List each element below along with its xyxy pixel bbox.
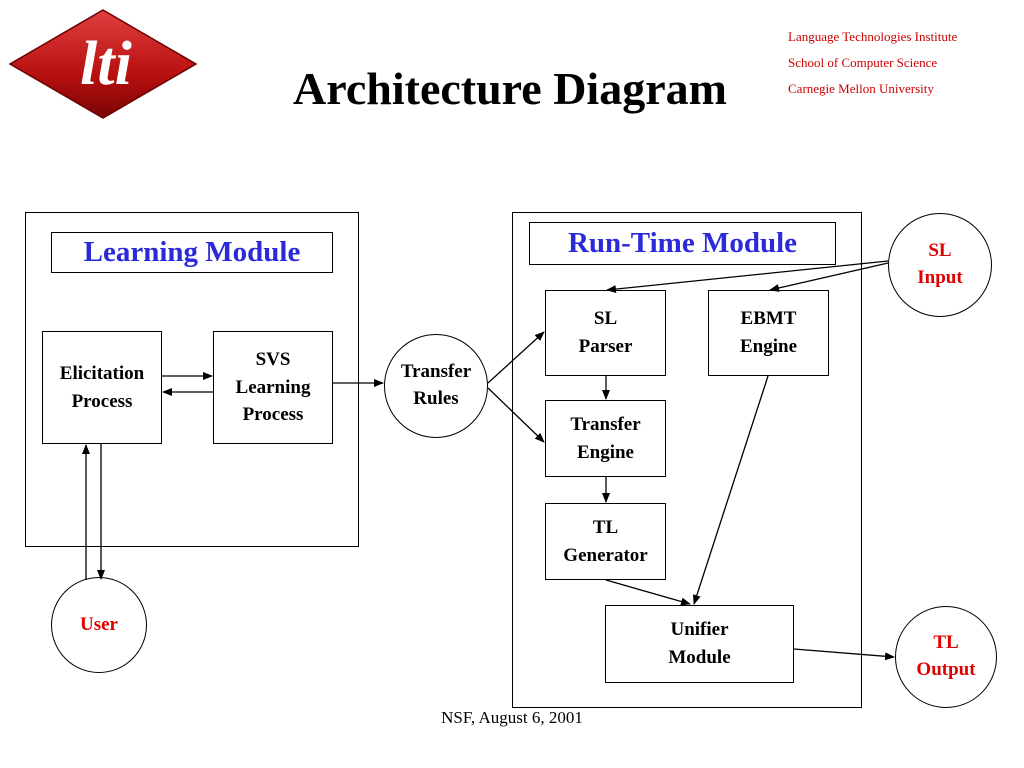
tl-generator-label: Generator bbox=[563, 544, 648, 566]
transfer-rules-label: Transfer bbox=[400, 361, 472, 383]
arrow-rules-to-transfer-engine bbox=[487, 387, 545, 443]
lti-logo: lti bbox=[8, 9, 198, 119]
sl-parser-label: Parser bbox=[578, 336, 633, 357]
sl-input-circle: SL Input bbox=[888, 213, 992, 317]
tl-output-label: TL bbox=[933, 632, 959, 654]
tl-generator-label: TL bbox=[592, 516, 619, 538]
arrow-rules-to-parser bbox=[487, 331, 545, 384]
learning-module-container bbox=[25, 212, 359, 547]
arrow-generator-to-unifier bbox=[605, 579, 691, 606]
learning-module-title: Learning Module bbox=[51, 232, 333, 273]
unifier-label: Unifier bbox=[670, 619, 729, 641]
user-label: User bbox=[80, 613, 118, 635]
transfer-rules-circle: Transfer Rules bbox=[384, 334, 488, 438]
tl-output-circle: TL Output bbox=[895, 606, 997, 708]
svs-learning-process-box: SVS Learning Process bbox=[213, 331, 333, 444]
runtime-module-title: Run-Time Module bbox=[529, 222, 836, 265]
ebmt-engine-label: EBMT bbox=[740, 308, 797, 330]
tl-output-label: Output bbox=[916, 659, 976, 680]
svs-label: SVS bbox=[255, 349, 291, 371]
transfer-engine-label: Engine bbox=[576, 441, 634, 463]
elicitation-label: Elicitation bbox=[59, 362, 145, 384]
sl-input-label: SL bbox=[928, 240, 952, 262]
arrow-input-to-parser bbox=[606, 260, 889, 294]
ebmt-engine-box: EBMT Engine bbox=[708, 290, 829, 376]
slide-title: Architecture Diagram bbox=[293, 63, 727, 114]
ebmt-engine-label: Engine bbox=[739, 336, 798, 357]
slide-footer: NSF, August 6, 2001 bbox=[441, 708, 583, 727]
transfer-engine-label: Transfer bbox=[570, 413, 641, 435]
user-circle: User bbox=[51, 577, 147, 673]
arrow-input-to-ebmt bbox=[769, 262, 889, 292]
elicitation-label: Process bbox=[71, 390, 133, 412]
svg-text:lti: lti bbox=[80, 30, 132, 98]
transfer-engine-box: Transfer Engine bbox=[545, 400, 666, 477]
sl-parser-label: SL bbox=[593, 308, 618, 330]
unifier-label: Module bbox=[668, 647, 731, 668]
unifier-module-box: Unifier Module bbox=[605, 605, 794, 683]
tl-generator-box: TL Generator bbox=[545, 503, 666, 580]
arrow-ebmt-to-unifier bbox=[692, 375, 769, 605]
institution-block: Language Technologies Institute School o… bbox=[788, 24, 1018, 102]
institution-line: Carnegie Mellon University bbox=[788, 81, 934, 96]
institution-line: Language Technologies Institute bbox=[788, 29, 958, 44]
arrow-unifier-to-output bbox=[793, 648, 895, 661]
sl-parser-box: SL Parser bbox=[545, 290, 666, 376]
svs-label: Learning bbox=[235, 376, 311, 398]
institution-line: School of Computer Science bbox=[788, 55, 938, 70]
transfer-rules-label: Rules bbox=[413, 388, 459, 409]
elicitation-process-box: Elicitation Process bbox=[42, 331, 162, 444]
runtime-module-container bbox=[512, 212, 862, 708]
sl-input-label: Input bbox=[917, 267, 963, 288]
svs-label: Process bbox=[242, 404, 304, 426]
